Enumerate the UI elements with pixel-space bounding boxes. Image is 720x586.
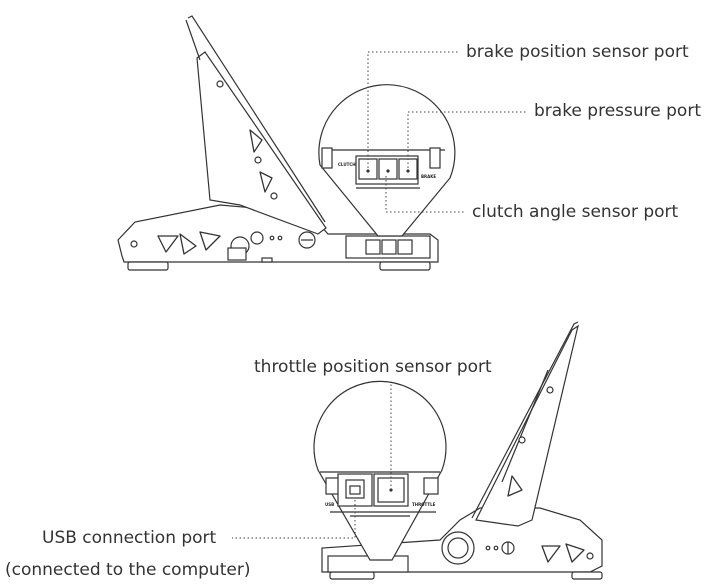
brake-clutch-pedal-unit bbox=[117, 15, 439, 271]
label-brake-position-sensor-port: brake position sensor port bbox=[466, 42, 689, 62]
connector-label-throttle: THROTTLE bbox=[412, 502, 436, 507]
magnifier-brake-clutch-ports: CLUTCH BRAKE bbox=[318, 84, 456, 237]
leader-lines-bottom bbox=[232, 384, 392, 539]
magnifier-throttle-usb-ports: USB THROTTLE bbox=[313, 380, 447, 561]
label-usb-connection-port: USB connection port bbox=[42, 528, 217, 548]
connector-label-brake: BRAKE bbox=[421, 174, 436, 179]
label-usb-connected-note: (connected to the computer) bbox=[5, 560, 250, 580]
leader-lines-top bbox=[367, 51, 528, 213]
connector-label-clutch: CLUTCH bbox=[338, 162, 356, 167]
label-brake-pressure-port: brake pressure port bbox=[534, 101, 701, 121]
label-throttle-position-sensor-port: throttle position sensor port bbox=[254, 357, 492, 377]
label-clutch-angle-sensor-port: clutch angle sensor port bbox=[472, 202, 679, 222]
connector-label-usb: USB bbox=[325, 502, 334, 507]
